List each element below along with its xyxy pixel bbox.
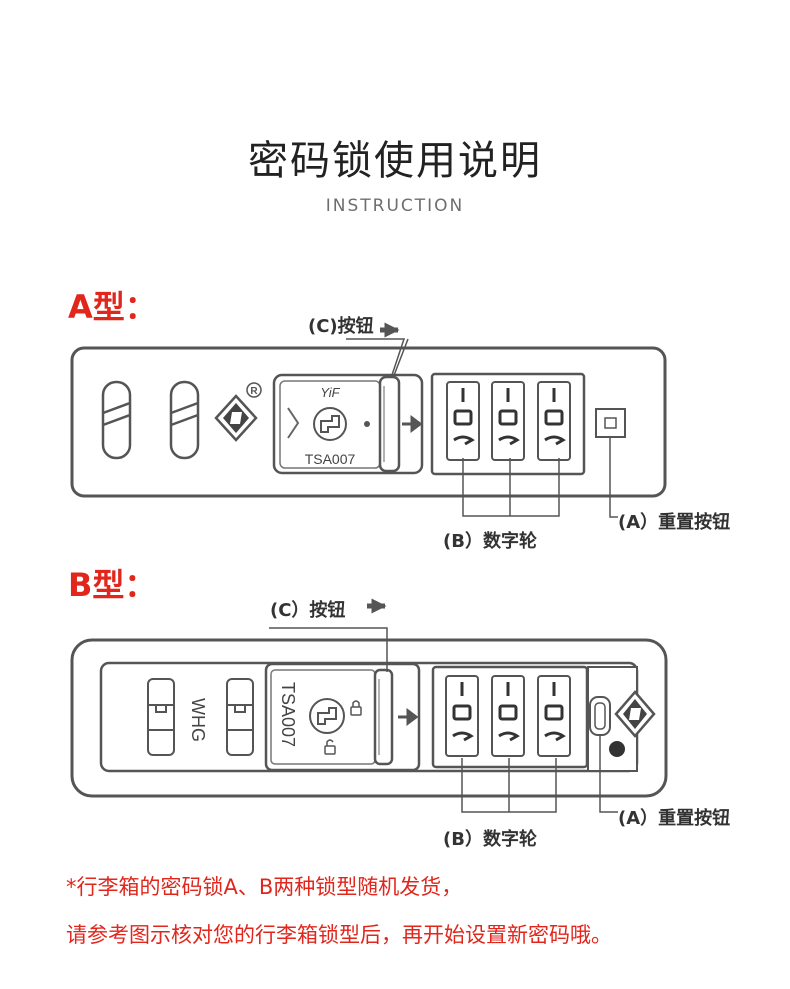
- lock-b-button-c: [373, 668, 394, 766]
- lock-b-callout-reset: (A）重置按钮: [618, 808, 731, 829]
- page-title: 密码锁使用说明: [248, 138, 542, 184]
- lock-a-keyhole-icon: [313, 407, 347, 441]
- lock-a-arrow-icon: [402, 415, 423, 433]
- tsa-logo-icon: R: [214, 382, 262, 442]
- tsa-logo-b-icon: [614, 690, 656, 738]
- lock-a-wheel-3: [537, 381, 571, 461]
- lock-b-latch-text: WHG: [188, 698, 208, 742]
- lock-b-callout-wheels: (B）数字轮: [443, 829, 537, 850]
- lock-b-latch-1: [147, 678, 175, 756]
- lock-a-button-c: [378, 375, 401, 473]
- lock-a-latch-1: [101, 380, 132, 460]
- lock-a-callout-button-c: (C)按钮: [308, 316, 374, 337]
- lock-a-latch-2: [169, 380, 200, 460]
- lock-b-latch-2: [226, 678, 254, 756]
- note-line-2: 请参考图示核对您的行李箱锁型后，再开始设置新密码哦。: [66, 923, 612, 947]
- lock-b-arrow-icon: [398, 708, 419, 726]
- lock-a-wheel-1: [446, 381, 480, 461]
- lock-a-callout-reset: (A）重置按钮: [618, 512, 731, 533]
- lock-b-lock-icon: [350, 700, 362, 716]
- lock-a-model: TSA007: [305, 451, 356, 467]
- lock-b-callout-button-c: (C）按钮: [270, 600, 346, 621]
- lock-b-diagram: WHG TSA007: [70, 598, 668, 813]
- page-subtitle: INSTRUCTION: [325, 196, 465, 216]
- type-a-label: A型：: [68, 288, 157, 326]
- lock-b-keyhole-icon: [309, 698, 345, 734]
- lock-a-diagram: R YiF TSA007: [70, 322, 667, 518]
- lock-b-dot: [609, 741, 625, 757]
- lock-a-brand: YiF: [320, 385, 340, 400]
- lock-b-wheel-3: [537, 675, 571, 757]
- lock-b-model: TSA007: [278, 682, 298, 747]
- note-line-1: *行李箱的密码锁A、B两种锁型随机发货，: [66, 875, 463, 899]
- lock-b-wheel-1: [445, 675, 479, 757]
- type-b-label: B型：: [68, 566, 157, 604]
- lock-a-wheel-2: [491, 381, 525, 461]
- lock-a-callout-wheels: (B）数字轮: [443, 531, 537, 552]
- lock-b-unlock-icon: [324, 739, 336, 755]
- lock-a-reset-button: [595, 408, 626, 438]
- svg-text:R: R: [250, 386, 258, 397]
- lock-b-wheel-2: [491, 675, 525, 757]
